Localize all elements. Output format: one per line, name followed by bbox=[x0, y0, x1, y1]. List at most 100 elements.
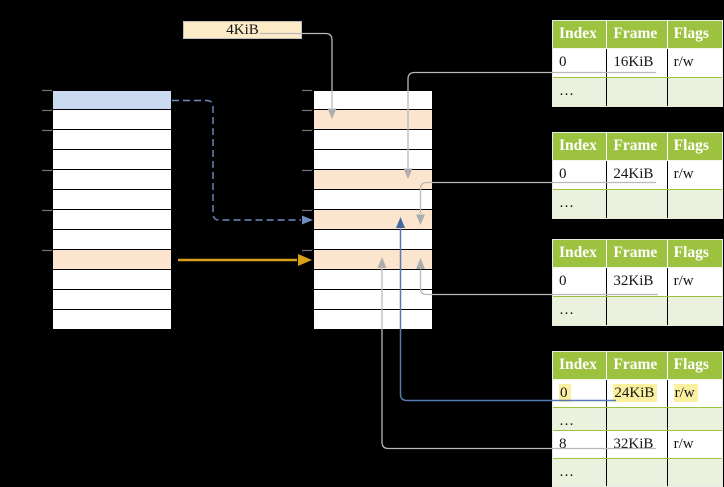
page-table-cell: … bbox=[553, 78, 608, 106]
page-table-cell bbox=[668, 297, 722, 325]
cell-text: 8 bbox=[559, 436, 567, 452]
page-table-cell: … bbox=[553, 408, 608, 430]
page-table-cell bbox=[607, 190, 668, 218]
memory-row bbox=[52, 270, 172, 290]
memory-row-orange bbox=[52, 250, 172, 270]
memory-row bbox=[313, 270, 433, 290]
page-table-row: … bbox=[553, 189, 722, 218]
memory-row-orange bbox=[313, 250, 433, 270]
column-header: Index bbox=[553, 352, 608, 379]
cell-text: 0 bbox=[559, 166, 567, 182]
memory-row bbox=[313, 90, 433, 110]
cell-text: 0 bbox=[559, 384, 571, 402]
column-header: Index bbox=[553, 21, 608, 48]
cell-text: 32KiB bbox=[613, 273, 654, 289]
page-table-row: 0 32KiB r/w bbox=[553, 267, 722, 296]
memory-row bbox=[52, 310, 172, 330]
cell-text: r/w bbox=[673, 436, 694, 452]
memory-row bbox=[52, 110, 172, 130]
cell-text: r/w bbox=[673, 384, 698, 402]
memory-row bbox=[313, 290, 433, 310]
virtual-memory-table bbox=[52, 90, 172, 330]
page-table-cell bbox=[607, 297, 668, 325]
page-table-cell: 0 bbox=[553, 49, 608, 77]
page-table-cell: 8 bbox=[553, 431, 608, 458]
cell-text: r/w bbox=[673, 166, 694, 182]
page-size-label: 4KiB bbox=[183, 21, 302, 39]
page-table-cell bbox=[607, 408, 668, 430]
page-table-row: 0 24KiB r/w bbox=[553, 160, 722, 189]
page-table-cell: … bbox=[553, 459, 608, 486]
cell-text: 0 bbox=[559, 54, 567, 70]
page-table-row: 8 32KiB r/w bbox=[553, 430, 722, 458]
memory-row-orange bbox=[313, 110, 433, 130]
arrow-virtual-page-orange bbox=[178, 254, 312, 266]
cell-text: r/w bbox=[673, 54, 694, 70]
cell-text: … bbox=[559, 464, 574, 480]
cell-text: r/w bbox=[673, 273, 694, 289]
page-table-cell: r/w bbox=[668, 161, 722, 189]
memory-row-orange bbox=[313, 170, 433, 190]
page-table-cell bbox=[668, 78, 722, 106]
page-table-cell: 32KiB bbox=[607, 268, 668, 296]
physical-memory-table bbox=[313, 90, 433, 330]
page-table-cell bbox=[668, 190, 722, 218]
page-table-row: 0 24KiB r/w bbox=[553, 379, 722, 407]
cell-text: … bbox=[559, 302, 574, 318]
column-header: Index bbox=[553, 133, 608, 160]
page-table-cell: 0 bbox=[553, 161, 608, 189]
column-header: Frame bbox=[607, 352, 668, 379]
column-header: Flags bbox=[673, 356, 709, 373]
cell-text: … bbox=[559, 195, 574, 211]
page-table-row: 0 16KiB r/w bbox=[553, 48, 722, 77]
column-header: Flags bbox=[673, 25, 709, 42]
cell-text: 24KiB bbox=[613, 166, 654, 182]
memory-row bbox=[313, 150, 433, 170]
page-table-row: … bbox=[553, 458, 722, 486]
cell-text: 32KiB bbox=[613, 436, 654, 452]
page-table-cell: 0 bbox=[553, 268, 608, 296]
memory-row bbox=[52, 290, 172, 310]
page-table-cell: 0 bbox=[553, 380, 608, 407]
page-table-cell bbox=[607, 459, 668, 486]
page-table-cell: 24KiB bbox=[607, 380, 668, 407]
column-header: Frame bbox=[607, 133, 668, 160]
memory-row bbox=[313, 310, 433, 330]
memory-row bbox=[52, 210, 172, 230]
page-table-cell: r/w bbox=[668, 431, 722, 458]
column-header: Flags bbox=[673, 137, 709, 154]
column-header: Frame bbox=[607, 240, 668, 267]
page-table-cell bbox=[668, 408, 722, 430]
page-table-row: … bbox=[553, 77, 722, 106]
memory-row bbox=[52, 130, 172, 150]
page-table-cell bbox=[607, 78, 668, 106]
cell-text: 0 bbox=[559, 273, 567, 289]
memory-row bbox=[313, 230, 433, 250]
column-header: Frame bbox=[607, 21, 668, 48]
page-table-row: … bbox=[553, 407, 722, 430]
cell-text: … bbox=[559, 413, 574, 429]
page-table-row: … bbox=[553, 296, 722, 325]
column-header: Flags bbox=[673, 244, 709, 261]
cell-text: 16KiB bbox=[613, 54, 654, 70]
page-table-cell: r/w bbox=[668, 268, 722, 296]
memory-row bbox=[52, 150, 172, 170]
page-table-cell: 24KiB bbox=[607, 161, 668, 189]
page-table-cell: … bbox=[553, 190, 608, 218]
page-table-cell: r/w bbox=[668, 49, 722, 77]
memory-row bbox=[313, 130, 433, 150]
page-table-cell: … bbox=[553, 297, 608, 325]
page-table-cell: r/w bbox=[668, 380, 722, 407]
page-table-cell: 32KiB bbox=[607, 431, 668, 458]
memory-row-blue bbox=[52, 90, 172, 110]
column-header: Index bbox=[553, 240, 608, 267]
